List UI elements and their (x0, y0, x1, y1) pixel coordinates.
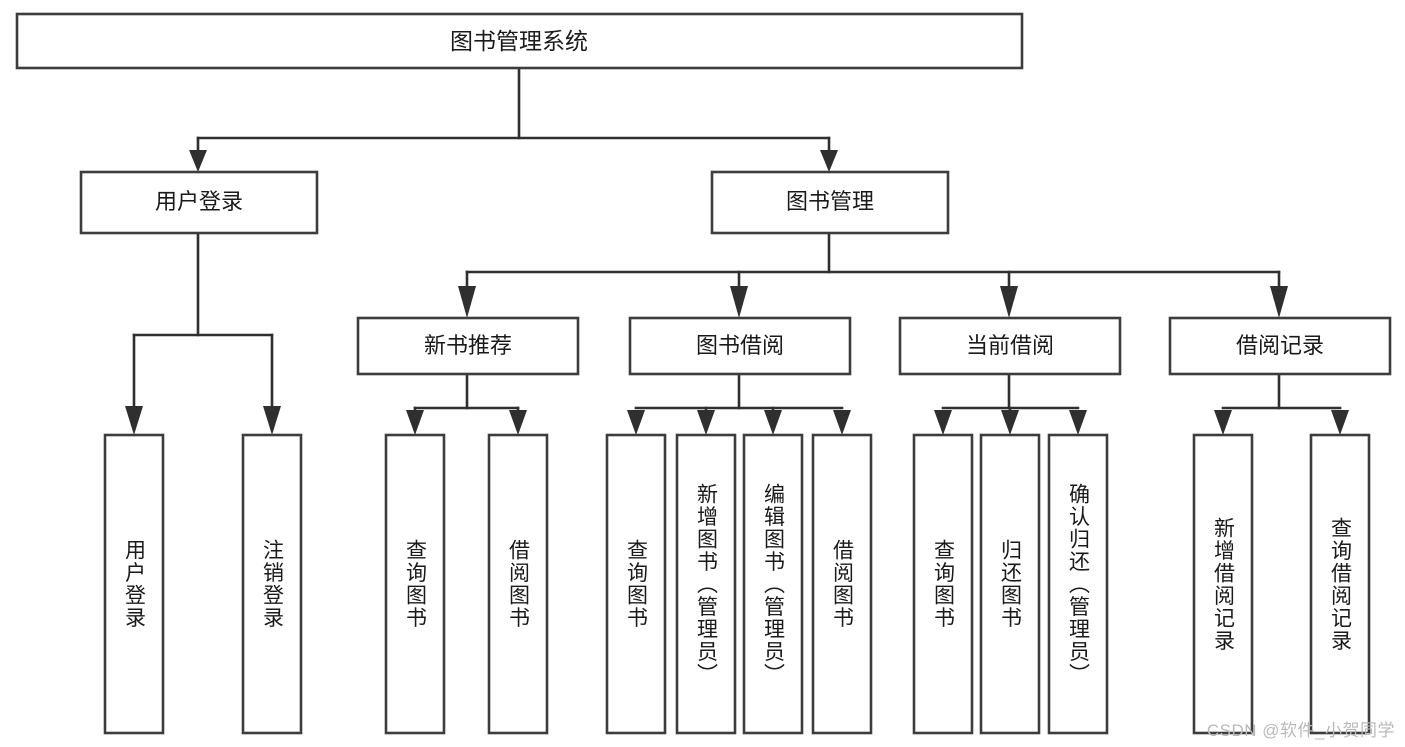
arrowhead-leaf-return-book (1001, 410, 1019, 435)
node-user-login-box[interactable] (79, 170, 319, 235)
node-book-manage-box[interactable] (710, 170, 950, 235)
edge-group-book-manage-to-level3 (458, 231, 1288, 318)
node-book-manage[interactable]: 图书管理 (710, 170, 950, 235)
node-book-borrow-box[interactable] (628, 316, 852, 376)
node-leaf-add-book-box[interactable] (675, 433, 737, 735)
node-current-borrow[interactable]: 当前借阅 (898, 316, 1122, 376)
node-leaf-user-login-box[interactable] (103, 433, 165, 735)
arrowhead-leaf-add-record (1214, 410, 1232, 435)
edge-group-borrow-record-leaves (1214, 372, 1349, 435)
node-new-book-recommend-box[interactable] (356, 316, 580, 376)
node-current-borrow-label: 当前借阅 (966, 333, 1054, 358)
node-book-manage-label: 图书管理 (786, 189, 874, 214)
node-borrow-record[interactable]: 借阅记录 (1168, 316, 1392, 376)
node-root-box[interactable] (15, 12, 1024, 70)
node-leaf-borrow-book-2-box[interactable] (811, 433, 873, 735)
node-new-book-recommend[interactable]: 新书推荐 (356, 316, 580, 376)
arrowhead-leaf-query-record (1331, 410, 1349, 435)
node-book-borrow-label: 图书借阅 (696, 333, 784, 358)
edge-group-new-book-recommend-leaves (406, 372, 527, 435)
node-user-login[interactable]: 用户登录 (79, 170, 319, 235)
node-borrow-record-label: 借阅记录 (1236, 333, 1324, 358)
node-root-label: 图书管理系统 (450, 28, 588, 54)
edge-group-book-borrow-leaves (627, 372, 851, 435)
arrowhead-new-book-recommend (458, 286, 476, 318)
node-borrow-record-box[interactable] (1168, 316, 1392, 376)
arrowhead-leaf-edit-book (764, 410, 782, 435)
node-leaf-return-book-box[interactable] (979, 433, 1041, 735)
arrowhead-leaf-query-book-3 (934, 410, 952, 435)
arrowhead-leaf-add-book (697, 410, 715, 435)
node-leaf-query-record-box[interactable] (1309, 433, 1371, 735)
node-leaf-borrow-book-1-box[interactable] (487, 433, 549, 735)
node-book-borrow[interactable]: 图书借阅 (628, 316, 852, 376)
node-root[interactable]: 图书管理系统 (15, 12, 1024, 70)
node-leaf-query-book-2-box[interactable] (605, 433, 667, 735)
csdn-watermark: CSDN @软件_小贺同学 (1206, 721, 1395, 740)
node-leaf-edit-book-box[interactable] (742, 433, 804, 735)
arrowhead-leaf-borrow-book-2 (833, 410, 851, 435)
arrowhead-borrow-record (1270, 286, 1288, 318)
arrowhead-current-borrow (1000, 286, 1018, 318)
arrowhead-leaf-query-book-2 (627, 410, 645, 435)
node-leaf-confirm-return-box[interactable] (1047, 433, 1109, 735)
node-leaf-logout-login-box[interactable] (241, 433, 303, 735)
arrowhead-leaf-confirm-return (1069, 410, 1087, 435)
arrowhead-book-borrow (730, 286, 748, 318)
node-leaf-add-record-box[interactable] (1192, 433, 1254, 735)
arrowhead-leaf-user-login (125, 406, 143, 435)
arrowhead-leaf-borrow-book-1 (509, 410, 527, 435)
arrowhead-leaf-logout-login (263, 406, 281, 435)
edge-group-current-borrow-leaves (934, 372, 1087, 435)
arrowhead-user-login (189, 150, 207, 172)
node-leaf-query-book-3-box[interactable] (912, 433, 974, 735)
arrowhead-leaf-query-book-1 (406, 410, 424, 435)
node-user-login-label: 用户登录 (155, 189, 243, 214)
edge-group-user-login-leaves (125, 231, 281, 435)
node-new-book-recommend-label: 新书推荐 (424, 333, 512, 358)
edge-group-root-to-level2 (189, 66, 838, 172)
arrowhead-book-manage (820, 150, 838, 172)
node-current-borrow-box[interactable] (898, 316, 1122, 376)
node-leaf-query-book-1-box[interactable] (384, 433, 446, 735)
